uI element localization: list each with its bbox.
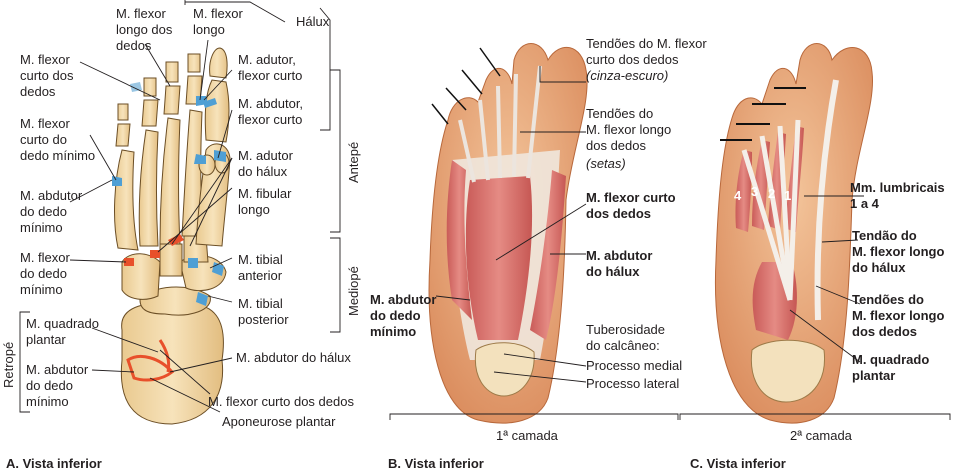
- label-tendoes-flexor-longo: Tendões do M. flexor longo dos dedos: [586, 106, 672, 153]
- label-processo-medial: Processo medial: [586, 358, 683, 373]
- label-flexor-longo: M. flexor longo: [193, 6, 243, 37]
- label-cinza-escuro: (cinza-escuro): [586, 68, 669, 83]
- label-aponeurose: Aponeurose plantar: [222, 414, 336, 429]
- insertion-marker: [203, 98, 217, 108]
- insertion-marker: [196, 292, 208, 306]
- metatarsal-bone: [159, 117, 181, 245]
- label-processo-lateral: Processo lateral: [586, 376, 680, 391]
- phalanx-bone: [204, 47, 230, 143]
- insertion-marker: [214, 150, 226, 162]
- label-tibial-posterior: M. tibial posterior: [238, 296, 289, 327]
- insertion-marker: [130, 82, 142, 92]
- label-tendoes-flexor-longo-dedos: Tendões do M. flexor longo dos dedos: [852, 292, 945, 339]
- origin-marker: [150, 250, 160, 258]
- label-flexor-minimo: M. flexor do dedo mínimo: [20, 250, 70, 297]
- leader-lines: [19, 0, 951, 420]
- foot-skeleton-a: [114, 47, 231, 425]
- phalanx-bone: [163, 61, 181, 115]
- label-lumbrical-3: 3: [751, 184, 759, 199]
- label-adutor-halux: M. adutor do hálux: [238, 148, 293, 179]
- label-tendoes-flexor-curto: Tendões do M. flexor curto dos dedos: [586, 36, 707, 67]
- label-layer-2: 2ª camada: [790, 428, 852, 443]
- cuneiform-bone: [159, 243, 183, 277]
- foot-layer2-c: [714, 43, 874, 424]
- insertion-marker: [112, 176, 122, 186]
- arrow-markers-b: [431, 47, 501, 125]
- phalanx-bone: [185, 53, 203, 105]
- label-flexor-curto-minimo: M. flexor curto do dedo mínimo: [20, 116, 96, 163]
- label-tendao-flexor-longo-halux: Tendão do M. flexor longo do hálux: [852, 228, 945, 275]
- label-lumbrical-1: 1: [784, 188, 792, 203]
- label-tibial-anterior: M. tibial anterior: [238, 252, 283, 283]
- label-adutor-flexor-curto: M. adutor, flexor curto: [238, 52, 303, 83]
- label-quadrado-plantar: M. quadrado plantar: [26, 316, 99, 347]
- label-abdutor-minimo: M. abdutor do dedo mínimo: [20, 188, 83, 235]
- label-region-retrope: Retropé: [1, 341, 16, 388]
- label-fibular-longo: M. fibular longo: [238, 186, 292, 217]
- metatarsal-bone: [138, 129, 159, 247]
- label-flexor-longo-dedos: M. flexor longo dos dedos: [116, 6, 173, 53]
- label-lumbrical-4: 4: [734, 188, 742, 203]
- abductor-digiti-minimi-muscle: [446, 160, 472, 320]
- metatarsal-bone: [114, 149, 139, 251]
- label-abdutor-halux-b: M. abdutor do hálux: [586, 248, 653, 279]
- panel-b-title: B. Vista inferior: [388, 456, 484, 471]
- label-region-halux: Hálux: [296, 14, 330, 29]
- foot-layer1-b: [428, 43, 588, 424]
- arrow-markers-c: [720, 87, 806, 141]
- label-region-mediope: Mediopé: [346, 266, 361, 316]
- phalanx-bone: [141, 77, 159, 127]
- panel-c-title: C. Vista inferior: [690, 456, 786, 471]
- abductor-hallucis-muscle: [530, 170, 566, 340]
- origin-marker: [168, 234, 184, 246]
- label-quadrado-plantar-c: M. quadrado plantar: [852, 352, 930, 383]
- insertion-marker: [188, 258, 198, 268]
- insertion-marker: [194, 154, 206, 164]
- label-flexor-curto-dedos: M. flexor curto dos dedos: [20, 52, 74, 99]
- label-layer-1: 1ª camada: [496, 428, 558, 443]
- label-setas: (setas): [586, 156, 626, 171]
- flexor-tendons-b: [458, 65, 542, 183]
- label-abdutor-minimo-2: M. abdutor do dedo mínimo: [26, 362, 89, 409]
- calcaneus-c: [750, 339, 826, 403]
- label-flexor-curto-dedos-b: M. flexor curto dos dedos: [586, 190, 676, 221]
- panel-a-title: A. Vista inferior: [6, 456, 102, 471]
- label-region-antepe: Antepé: [346, 141, 361, 183]
- label-abdutor-minimo-b: M. abdutor do dedo mínimo: [370, 292, 437, 339]
- phalanx-bone: [115, 103, 131, 147]
- flexor-longus-tendons-c: [741, 79, 839, 321]
- origin-marker: [124, 258, 134, 266]
- label-lumbrical-2: 2: [768, 186, 776, 201]
- label-flexor-curto-dos-dedos: M. flexor curto dos dedos: [208, 394, 354, 409]
- label-lumbricais: Mm. lumbricais 1 a 4: [850, 180, 945, 211]
- label-abdutor-halux: M. abdutor do hálux: [236, 350, 351, 365]
- label-tuberosidade: Tuberosidade do calcâneo:: [586, 322, 666, 353]
- label-abdutor-flexor-curto: M. abdutor, flexor curto: [238, 96, 304, 127]
